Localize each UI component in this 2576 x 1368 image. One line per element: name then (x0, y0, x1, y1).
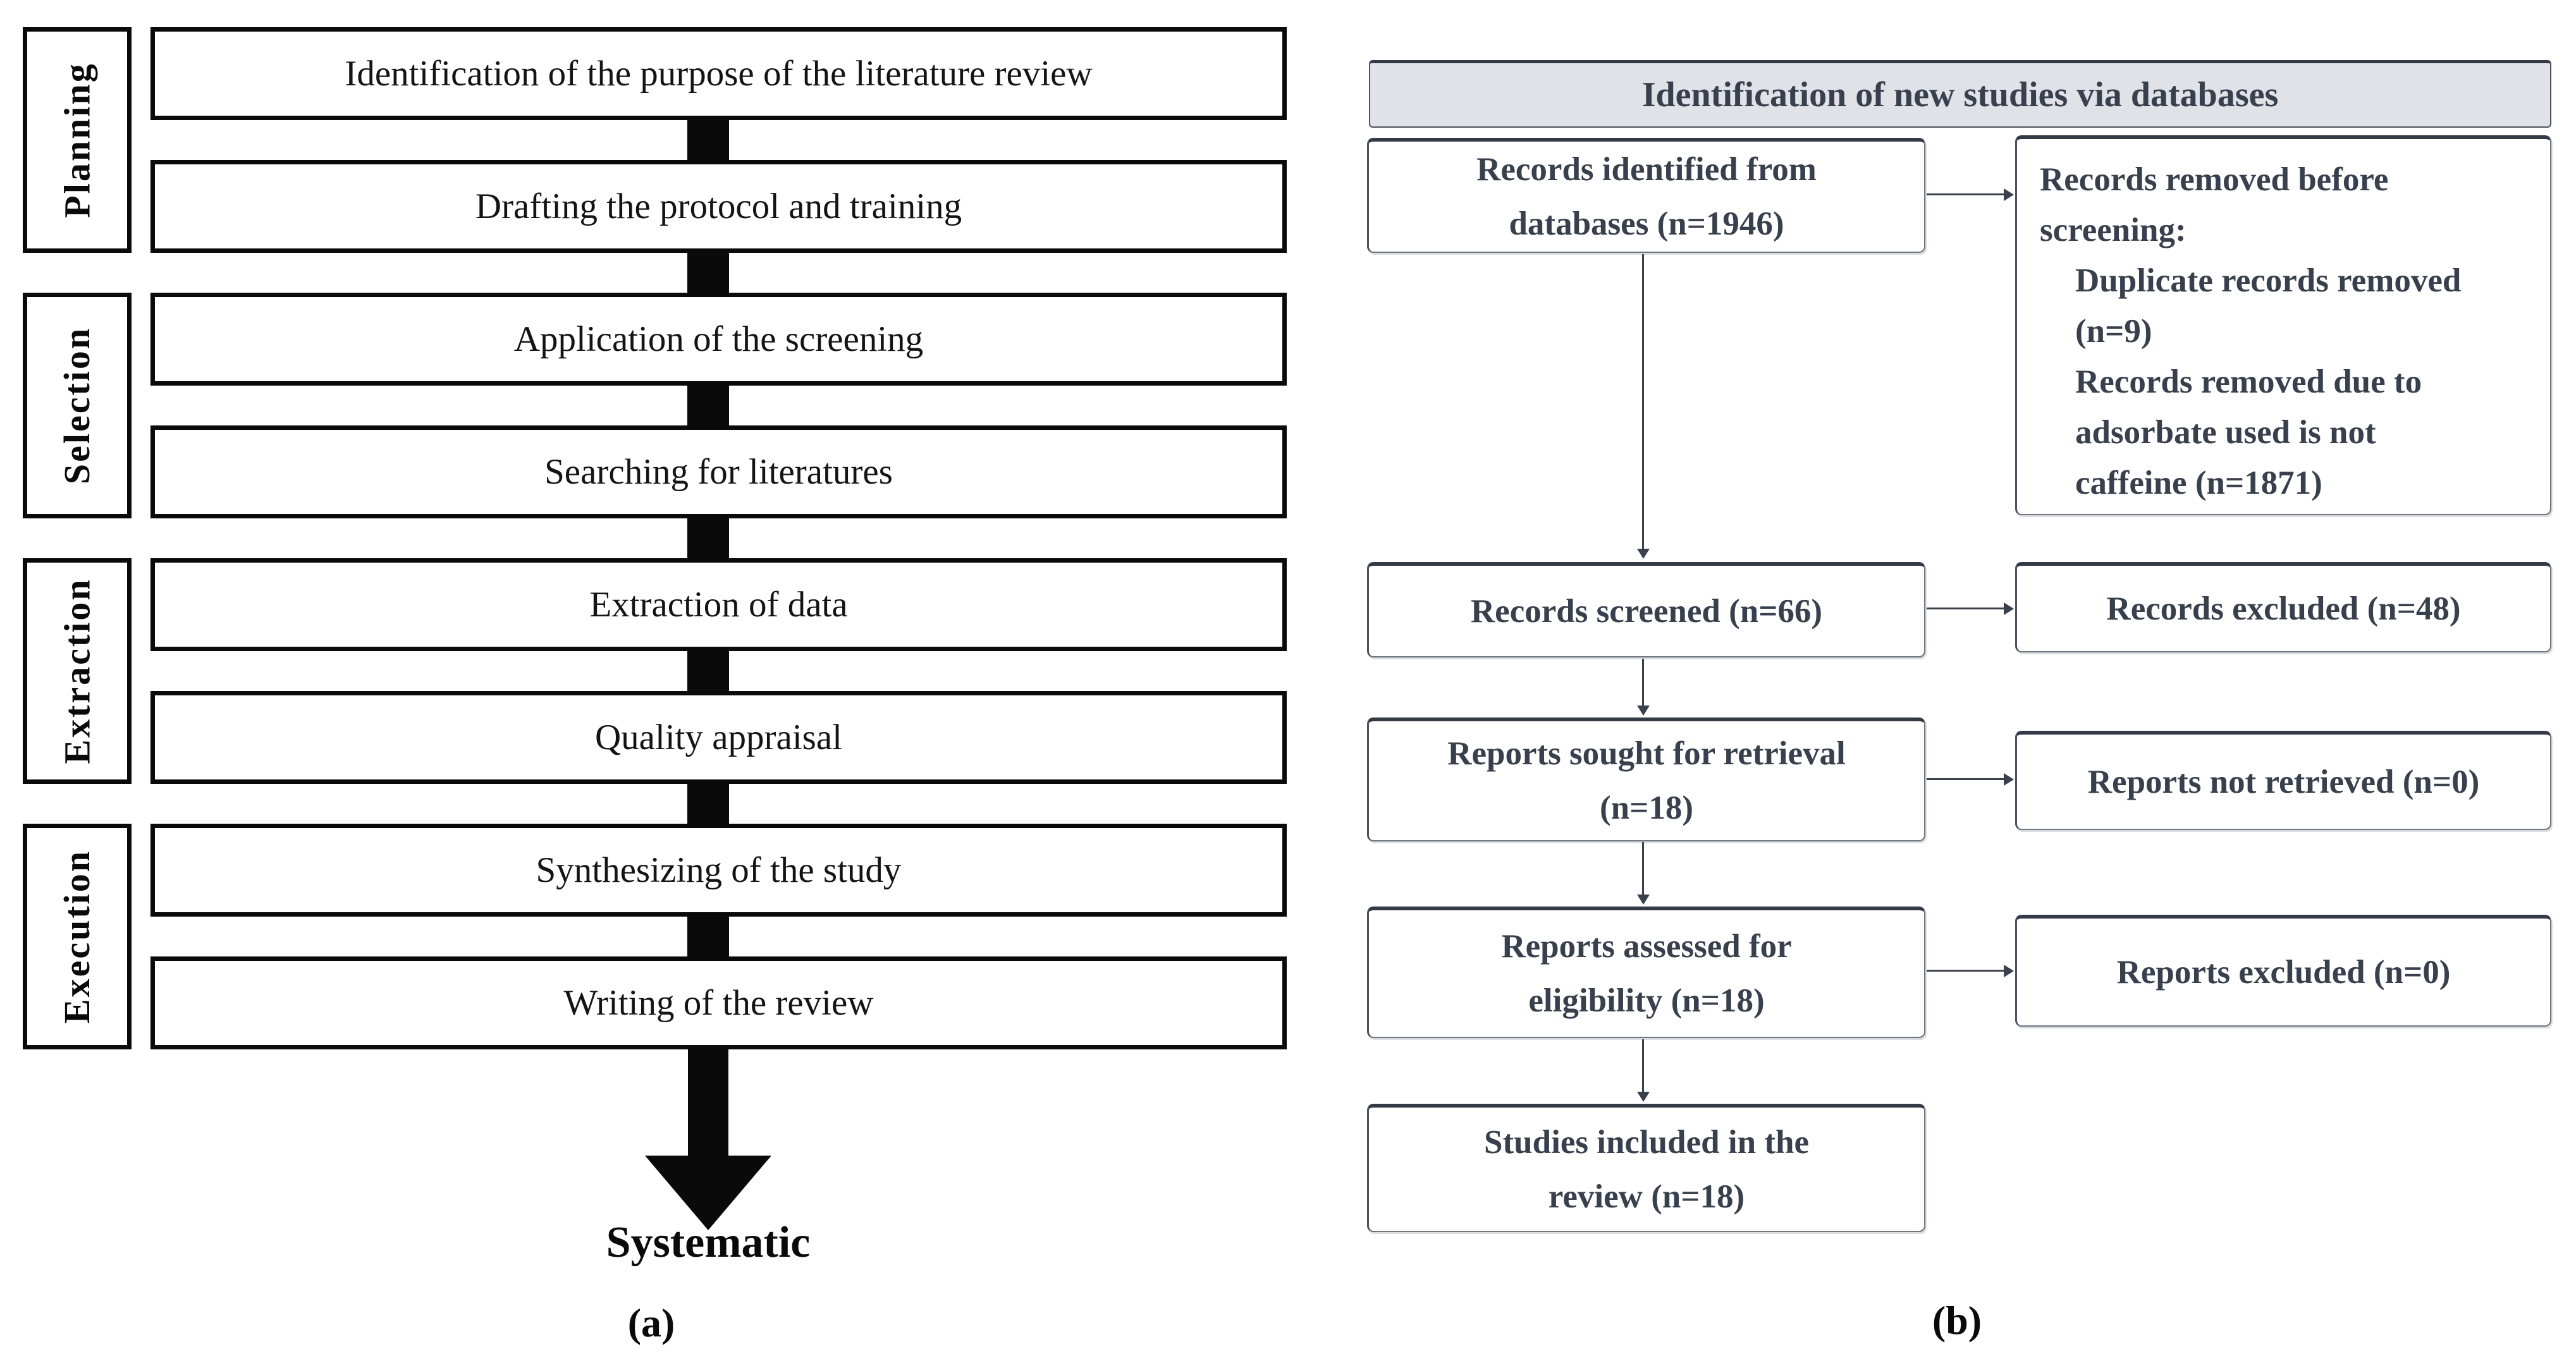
box-line: Records removed due to (2075, 363, 2422, 400)
big-arrow-down-icon (645, 1156, 771, 1230)
systematic-label: Systematic (606, 1218, 811, 1267)
connector-bar-icon (687, 780, 729, 824)
step-box-searching: Searching for literatures (150, 425, 1287, 518)
box-line: Reports excluded (n=0) (2116, 953, 2451, 991)
caption-b: (b) (1932, 1298, 1982, 1343)
phase-label-planning: Planning (56, 62, 98, 218)
box-line: adsorbate used is not (2075, 414, 2376, 451)
phase-box-planning: Planning (23, 27, 132, 253)
box-line: (n=18) (1600, 790, 1693, 826)
phase-box-selection: Selection (23, 293, 132, 518)
phase-label-selection: Selection (56, 326, 98, 485)
box-records-identified: Records identified from databases (n=194… (1367, 138, 1925, 253)
step-box-identification: Identification of the purpose of the lit… (150, 27, 1287, 120)
box-line: Records removed before (2040, 161, 2389, 198)
box-line: Duplicate records removed (2075, 262, 2462, 299)
connector-bar-icon (687, 249, 729, 293)
box-records-excluded: Records excluded (n=48) (2015, 562, 2551, 652)
arrow-right-icon (1927, 965, 2014, 977)
box-reports-not-retrieved: Reports not retrieved (n=0) (2015, 731, 2551, 830)
phase-label-extraction: Extraction (56, 578, 98, 764)
connector-bar-icon (687, 116, 729, 161)
box-line: Records screened (n=66) (1470, 592, 1823, 630)
step-box-quality: Quality appraisal (150, 691, 1287, 784)
box-reports-sought: Reports sought for retrieval (n=18) (1367, 718, 1925, 841)
box-line: review (n=18) (1548, 1178, 1745, 1215)
arrow-down-icon (1637, 254, 1650, 559)
step-box-extraction-data: Extraction of data (150, 558, 1287, 651)
box-line: eligibility (n=18) (1528, 982, 1765, 1019)
connector-bar-icon (687, 647, 729, 692)
box-line: Reports sought for retrieval (1447, 735, 1846, 772)
connector-bar-icon (687, 913, 729, 957)
phase-box-execution: Execution (23, 824, 132, 1049)
connector-bar-icon (687, 382, 729, 426)
step-box-synthesizing: Synthesizing of the study (150, 824, 1287, 917)
arrow-right-icon (1927, 773, 2014, 786)
box-line: Records excluded (n=48) (2106, 590, 2461, 627)
arrow-down-icon (1637, 659, 1650, 716)
box-studies-included: Studies included in the review (n=18) (1367, 1104, 1925, 1232)
box-line: Records identified from (1476, 151, 1817, 188)
arrow-down-icon (1637, 1039, 1650, 1102)
box-reports-excluded: Reports excluded (n=0) (2015, 915, 2551, 1027)
phase-label-execution: Execution (56, 849, 98, 1024)
box-line: caffeine (n=1871) (2075, 465, 2322, 501)
phase-box-extraction: Extraction (23, 558, 132, 784)
connector-bar-icon (687, 515, 729, 559)
box-line: Studies included in the (1484, 1123, 1809, 1161)
box-line: Reports not retrieved (n=0) (2087, 763, 2480, 800)
box-line: Reports assessed for (1501, 928, 1792, 965)
box-records-removed: Records removed before screening: Duplic… (2015, 135, 2551, 515)
big-arrow-shaft-icon (688, 1046, 728, 1156)
step-box-drafting: Drafting the protocol and training (150, 160, 1287, 253)
step-box-writing: Writing of the review (150, 956, 1287, 1049)
caption-a: (a) (627, 1300, 675, 1345)
box-reports-assessed: Reports assessed for eligibility (n=18) (1367, 907, 1925, 1038)
box-line: (n=9) (2075, 313, 2152, 350)
box-line: screening: (2040, 212, 2187, 248)
box-line: databases (n=1946) (1509, 205, 1784, 242)
box-records-screened: Records screened (n=66) (1367, 562, 1925, 657)
arrow-down-icon (1637, 842, 1650, 905)
step-box-application: Application of the screening (150, 293, 1287, 386)
prisma-header: Identification of new studies via databa… (1369, 60, 2551, 128)
arrow-right-icon (1927, 602, 2014, 615)
arrow-right-icon (1927, 188, 2014, 201)
